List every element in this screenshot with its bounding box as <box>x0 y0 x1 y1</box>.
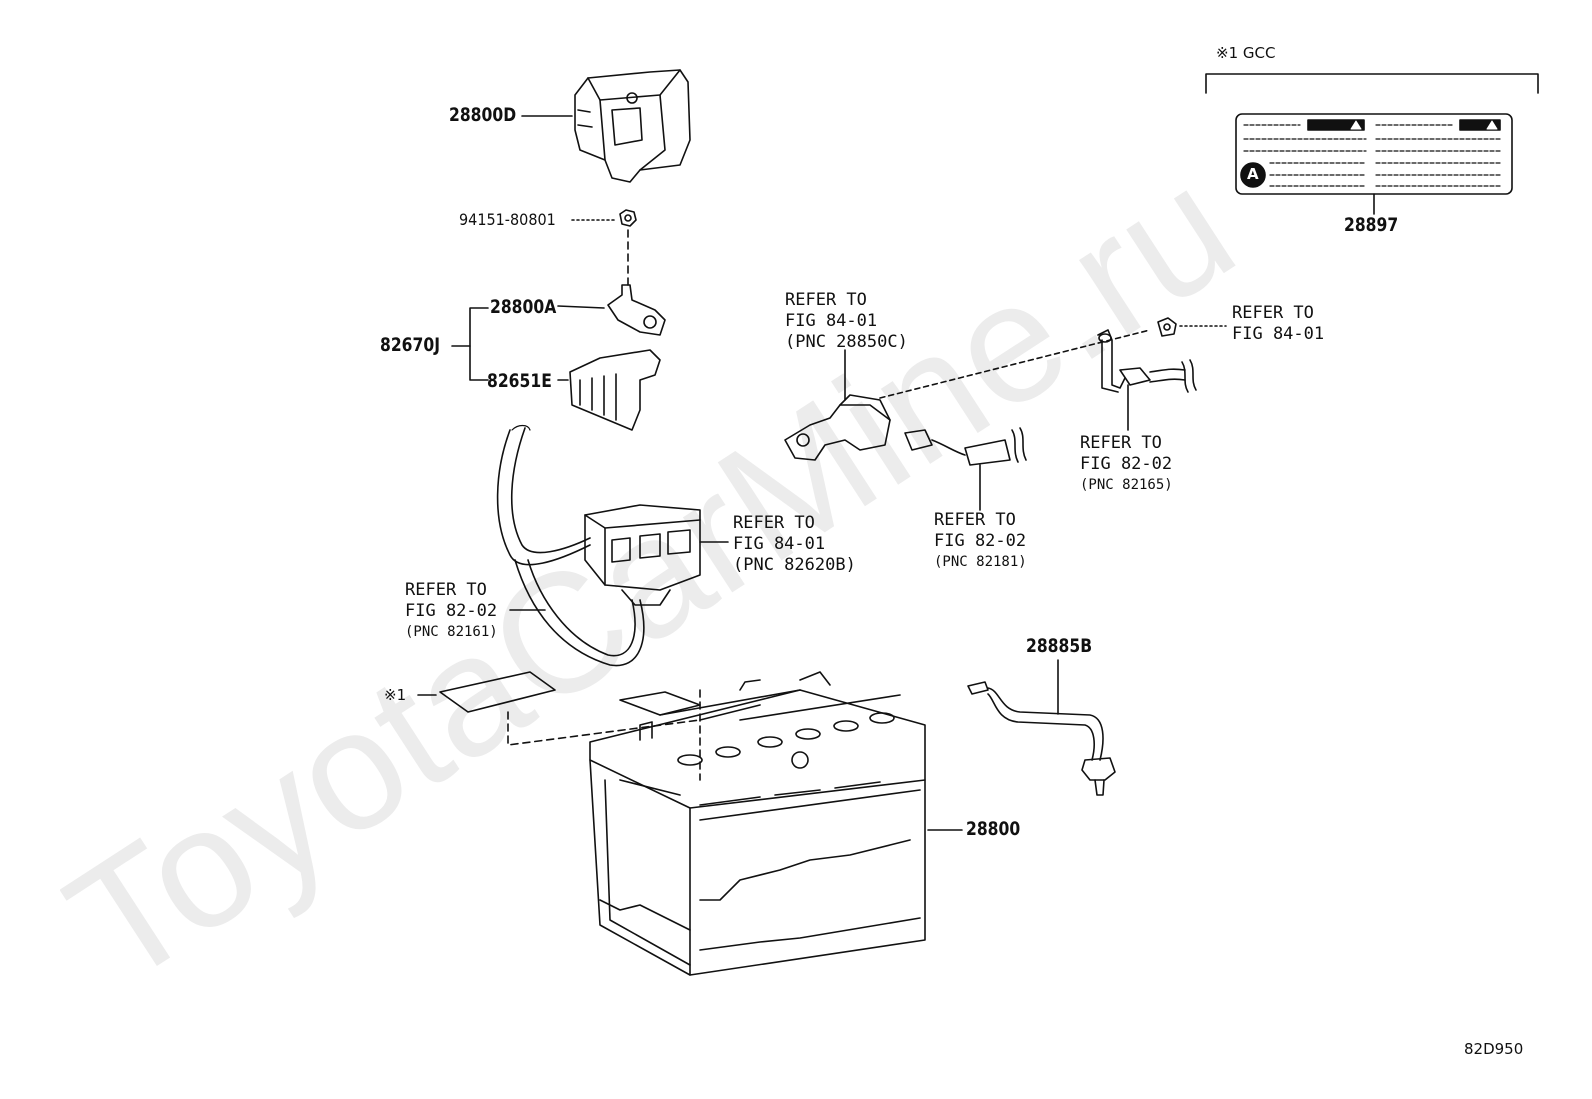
part-label-82670j[interactable]: 82670J <box>380 334 441 356</box>
refer-callout-82620b[interactable]: REFER TO FIG 84-01 (PNC 82620B) <box>733 513 856 576</box>
fuse-box-82620b <box>584 504 701 606</box>
vent-hose-28885b <box>967 681 1116 796</box>
cover-82651e <box>569 349 661 431</box>
leader-28800a <box>557 305 605 309</box>
gcc-note: ※1 GCC <box>1216 44 1276 62</box>
refer-line2: FIG 82-02 <box>1080 454 1173 474</box>
bracket-82670j <box>469 307 489 381</box>
part-label-28800d[interactable]: 28800D <box>449 104 517 126</box>
refer-line3: (PNC 82620B) <box>733 555 856 575</box>
terminal-28850c <box>784 394 891 461</box>
refer-line1: REFER TO <box>1232 303 1314 323</box>
label-sheet <box>439 671 556 713</box>
refer-line2: FIG 84-01 <box>1232 324 1325 344</box>
refer-callout-bolt[interactable]: REFER TO FIG 84-01 <box>1232 303 1324 345</box>
cable-82161 <box>496 424 645 667</box>
watermark: ToyotaCarMine.ru <box>60 131 1265 1021</box>
harness-82181 <box>904 427 1027 466</box>
star-note: ※1 <box>384 686 407 704</box>
gcc-bracket <box>1205 73 1539 94</box>
terminal-28800a <box>607 284 666 336</box>
axis-line-label <box>507 711 701 746</box>
refer-line2: FIG 84-01 <box>733 534 826 554</box>
refer-line2: FIG 84-01 <box>785 311 878 331</box>
figure-code: 82D950 <box>1464 1040 1524 1058</box>
refer-line3: (PNC 82161) <box>405 624 498 640</box>
refer-callout-82161[interactable]: REFER TO FIG 82-02 (PNC 82161) <box>405 580 498 643</box>
battery-28800 <box>589 671 926 976</box>
caution-label-28897 <box>1235 113 1513 195</box>
refer-line1: REFER TO <box>733 513 815 533</box>
terminal-cover-28800d <box>574 69 691 183</box>
refer-line2: FIG 82-02 <box>934 531 1027 551</box>
part-label-82651e[interactable]: 82651E <box>487 370 552 392</box>
refer-line3: (PNC 82165) <box>1080 477 1173 493</box>
refer-line1: REFER TO <box>785 290 867 310</box>
part-label-94151-80801[interactable]: 94151-80801 <box>459 210 556 229</box>
refer-callout-82181[interactable]: REFER TO FIG 82-02 (PNC 82181) <box>934 510 1027 573</box>
refer-line2: FIG 82-02 <box>405 601 498 621</box>
nut-94151 <box>619 209 637 227</box>
refer-line1: REFER TO <box>405 580 487 600</box>
refer-line1: REFER TO <box>934 510 1016 530</box>
ground-strap-82165 <box>1097 329 1197 393</box>
part-label-28800a[interactable]: 28800A <box>490 296 557 318</box>
refer-line3: (PNC 28850C) <box>785 332 908 352</box>
refer-callout-28850c[interactable]: REFER TO FIG 84-01 (PNC 28850C) <box>785 290 908 353</box>
label-plate-marker: A <box>1247 165 1259 183</box>
part-label-28897[interactable]: 28897 <box>1344 214 1399 236</box>
refer-callout-82165[interactable]: REFER TO FIG 82-02 (PNC 82165) <box>1080 433 1173 496</box>
bolt-84-01 <box>1157 317 1177 337</box>
part-label-28800[interactable]: 28800 <box>966 818 1021 840</box>
part-label-28885b[interactable]: 28885B <box>1026 635 1093 657</box>
refer-line1: REFER TO <box>1080 433 1162 453</box>
refer-line3: (PNC 82181) <box>934 554 1027 570</box>
axis-line-bolt <box>879 329 1151 399</box>
